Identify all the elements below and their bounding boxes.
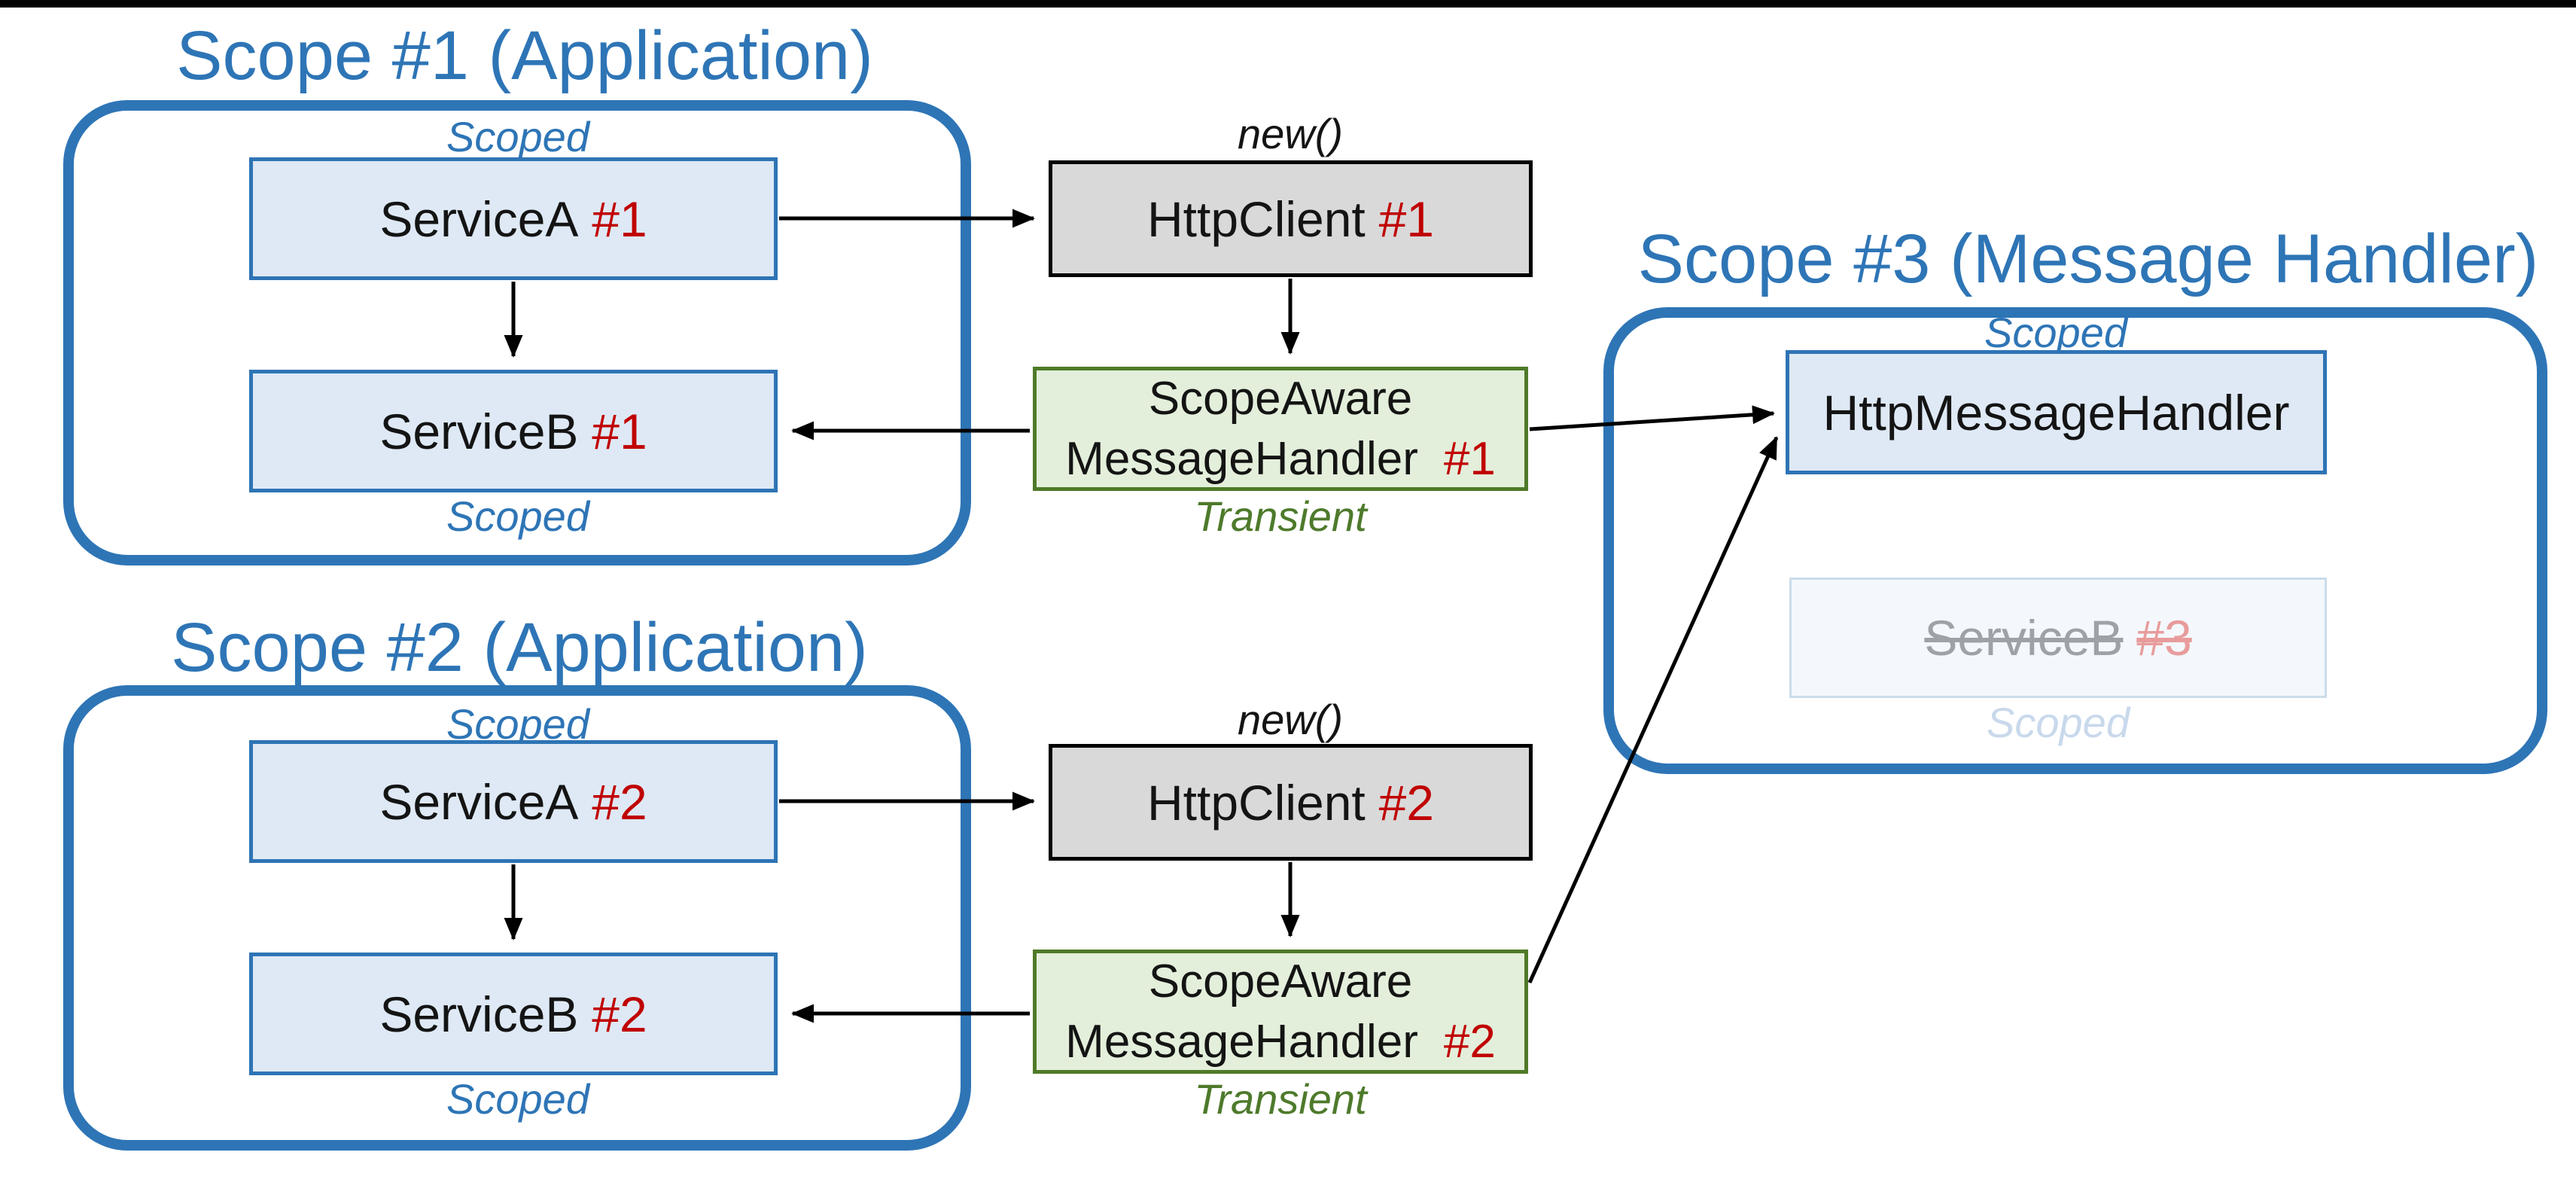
scope3-scoped-top-label: Scoped <box>1984 309 2127 356</box>
httpclient2-label: HttpClient <box>1146 774 1366 831</box>
servicea1-label: ServiceA <box>379 191 579 247</box>
httpclient1-new-annotation: new() <box>1237 110 1344 157</box>
handler1-line1: ScopeAware <box>1148 373 1413 425</box>
httpclient2-box: HttpClient #2 <box>1049 744 1533 861</box>
servicea2-box: ServiceA #2 <box>249 740 778 863</box>
servicea2-label: ServiceA <box>379 773 579 830</box>
scope1-title: Scope #1 (Application) <box>176 17 873 94</box>
serviceb1-label: ServiceB <box>379 403 579 459</box>
handler1-line2: MessageHandler <box>1065 432 1418 485</box>
httpclient1-box: HttpClient #1 <box>1049 160 1533 277</box>
scopeaware-messagehandler1-box: ScopeAware MessageHandler #1 <box>1033 367 1528 491</box>
scope2-scoped-top-label: Scoped <box>446 700 589 748</box>
httpclient1-instance-id: #1 <box>1378 191 1434 247</box>
serviceb2-box: ServiceB #2 <box>249 953 778 1075</box>
scope1-scoped-bottom-label: Scoped <box>446 492 589 540</box>
handler2-instance-id: #2 <box>1443 1015 1496 1068</box>
httpmessagehandler-box: HttpMessageHandler <box>1786 350 2327 474</box>
handler2-line2: MessageHandler <box>1065 1015 1418 1068</box>
serviceb2-label: ServiceB <box>379 986 579 1042</box>
serviceb3-label: ServiceB <box>1924 610 2124 666</box>
scope2-scoped-bottom-label: Scoped <box>446 1075 589 1123</box>
serviceb3-instance-id: #3 <box>2136 610 2192 666</box>
servicea1-box: ServiceA #1 <box>249 157 778 280</box>
handler2-transient-annotation: Transient <box>1194 1075 1367 1123</box>
serviceb1-box: ServiceB #1 <box>249 370 778 492</box>
scope3-title: Scope #3 (Message Handler) <box>1637 221 2539 297</box>
scope1-scoped-top-label: Scoped <box>446 113 589 160</box>
servicea1-instance-id: #1 <box>592 191 647 247</box>
serviceb2-instance-id: #2 <box>592 986 647 1042</box>
httpclient2-new-annotation: new() <box>1237 696 1344 743</box>
serviceb1-instance-id: #1 <box>592 403 647 459</box>
httpclient1-label: HttpClient <box>1146 191 1366 247</box>
letterbox-top-bar <box>0 0 2576 8</box>
handler2-line1: ScopeAware <box>1148 956 1413 1008</box>
handler1-transient-annotation: Transient <box>1194 492 1367 540</box>
scope2-boundary <box>63 685 971 1151</box>
servicea2-instance-id: #2 <box>592 773 647 830</box>
scope3-scoped-faded-label: Scoped <box>1987 699 2130 746</box>
httpmessagehandler-label: HttpMessageHandler <box>1822 384 2290 440</box>
scope2-title: Scope #2 (Application) <box>171 609 868 686</box>
scopeaware-messagehandler2-box: ScopeAware MessageHandler #2 <box>1033 950 1528 1074</box>
handler1-instance-id: #1 <box>1443 432 1496 485</box>
serviceb3-faded-box: ServiceB #3 <box>1789 578 2327 698</box>
httpclient2-instance-id: #2 <box>1378 774 1434 831</box>
